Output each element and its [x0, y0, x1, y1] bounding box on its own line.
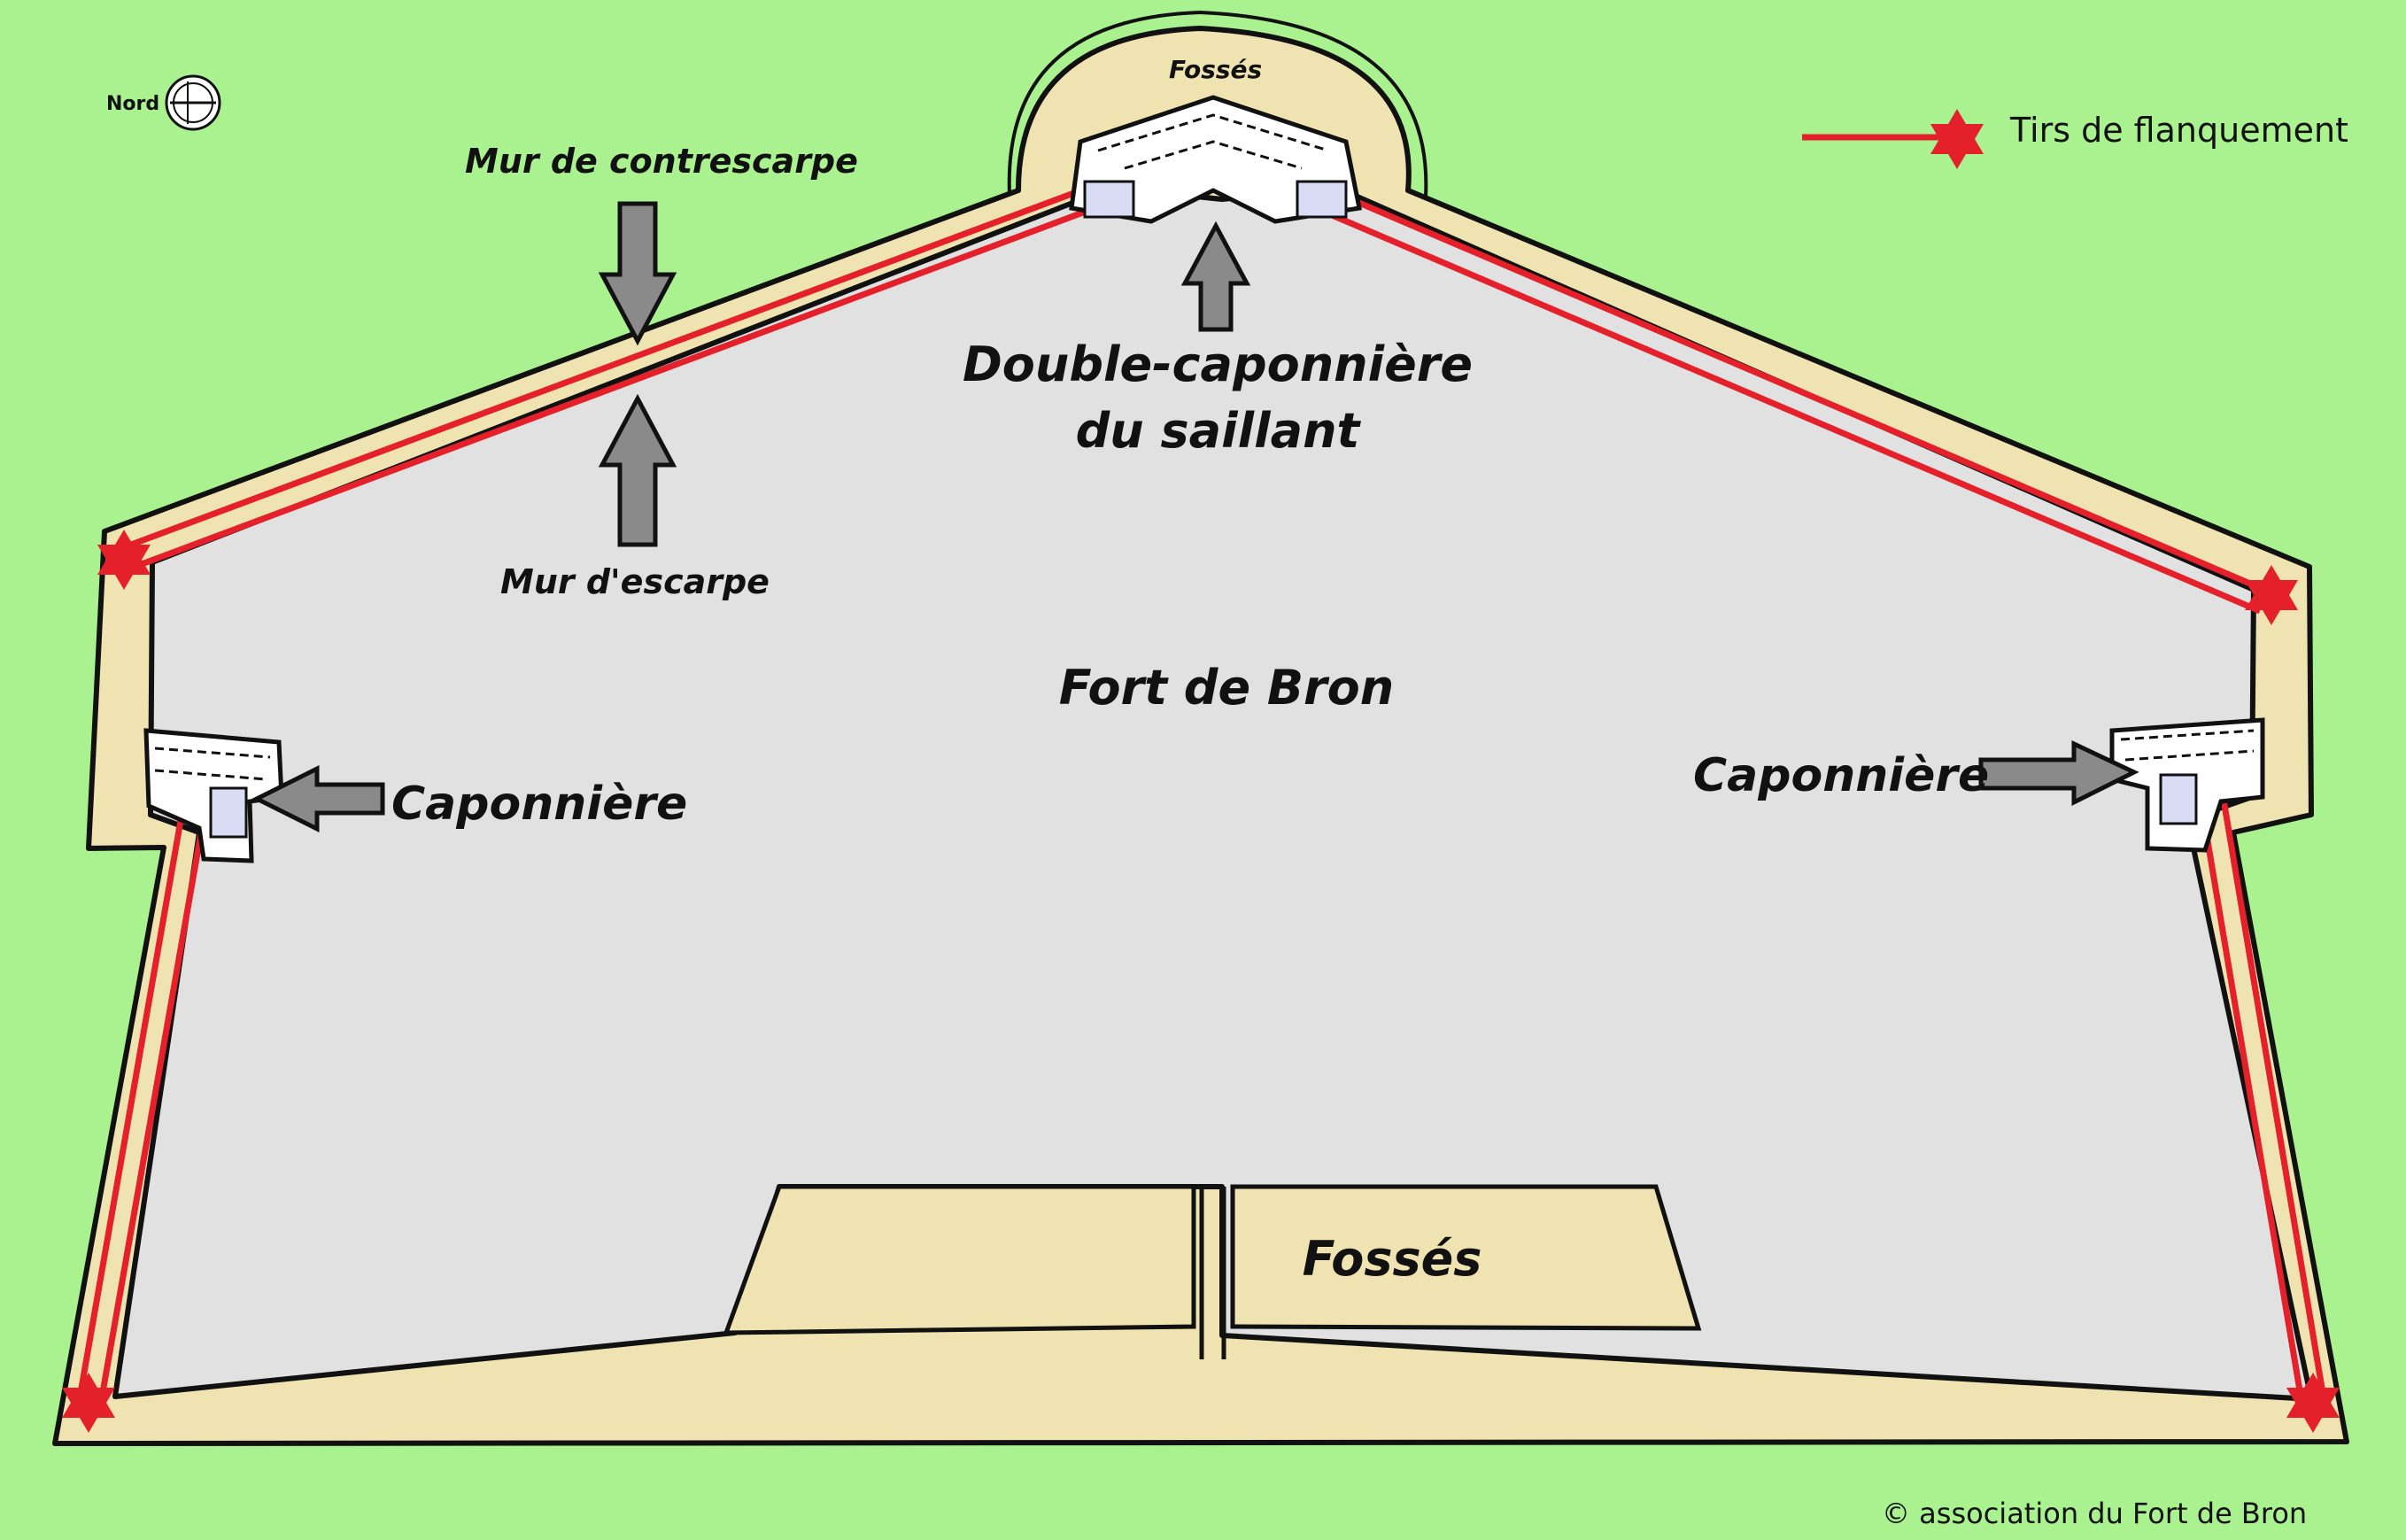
arrow-caponier-left: [251, 764, 385, 833]
scarp-wall-label: Mur d'escarpe: [500, 562, 770, 601]
fort-name-label: Fort de Bron: [1059, 660, 1394, 716]
six-point-star-icon: [2286, 1373, 2340, 1433]
flanking-fire-lines: [74, 154, 2328, 1413]
six-point-star-icon: [62, 1373, 115, 1433]
double-caponier-label-line1: Double-caponnière: [963, 337, 1473, 392]
fire-markers: [62, 530, 2340, 1433]
ditch-bottom-label: Fossés: [1303, 1231, 1482, 1287]
caponier-right-label: Caponnière: [1693, 749, 1989, 802]
six-point-star-icon: [2245, 565, 2298, 625]
arrow-scarp: [598, 393, 677, 547]
caponier-right-building: [2109, 717, 2265, 853]
saillant-counterscarp: [1016, 26, 1412, 191]
double-caponier-building: [1069, 95, 1362, 224]
double-caponier-label-line2: du saillant: [1076, 403, 1362, 459]
caponier-left-label: Caponnière: [391, 778, 687, 831]
caponier-left-building: [143, 728, 284, 863]
arrow-double-caponier: [1180, 221, 1251, 332]
six-point-star-icon: [97, 530, 151, 590]
copyright-label: © association du Fort de Bron: [1882, 1497, 2307, 1530]
compass-rose-icon: [165, 74, 221, 131]
ditch-bottom-area: [723, 1184, 1196, 1335]
counterscarp-wall-label: Mur de contrescarpe: [465, 142, 858, 181]
six-point-star-icon: [1930, 109, 1984, 169]
north-label: Nord: [106, 93, 159, 115]
arrow-counterscarp: [598, 201, 677, 346]
arrow-caponier-right: [1978, 740, 2139, 807]
legend-label: Tirs de flanquement: [2009, 111, 2348, 150]
ditch-top-label: Fossés: [1169, 55, 1262, 84]
